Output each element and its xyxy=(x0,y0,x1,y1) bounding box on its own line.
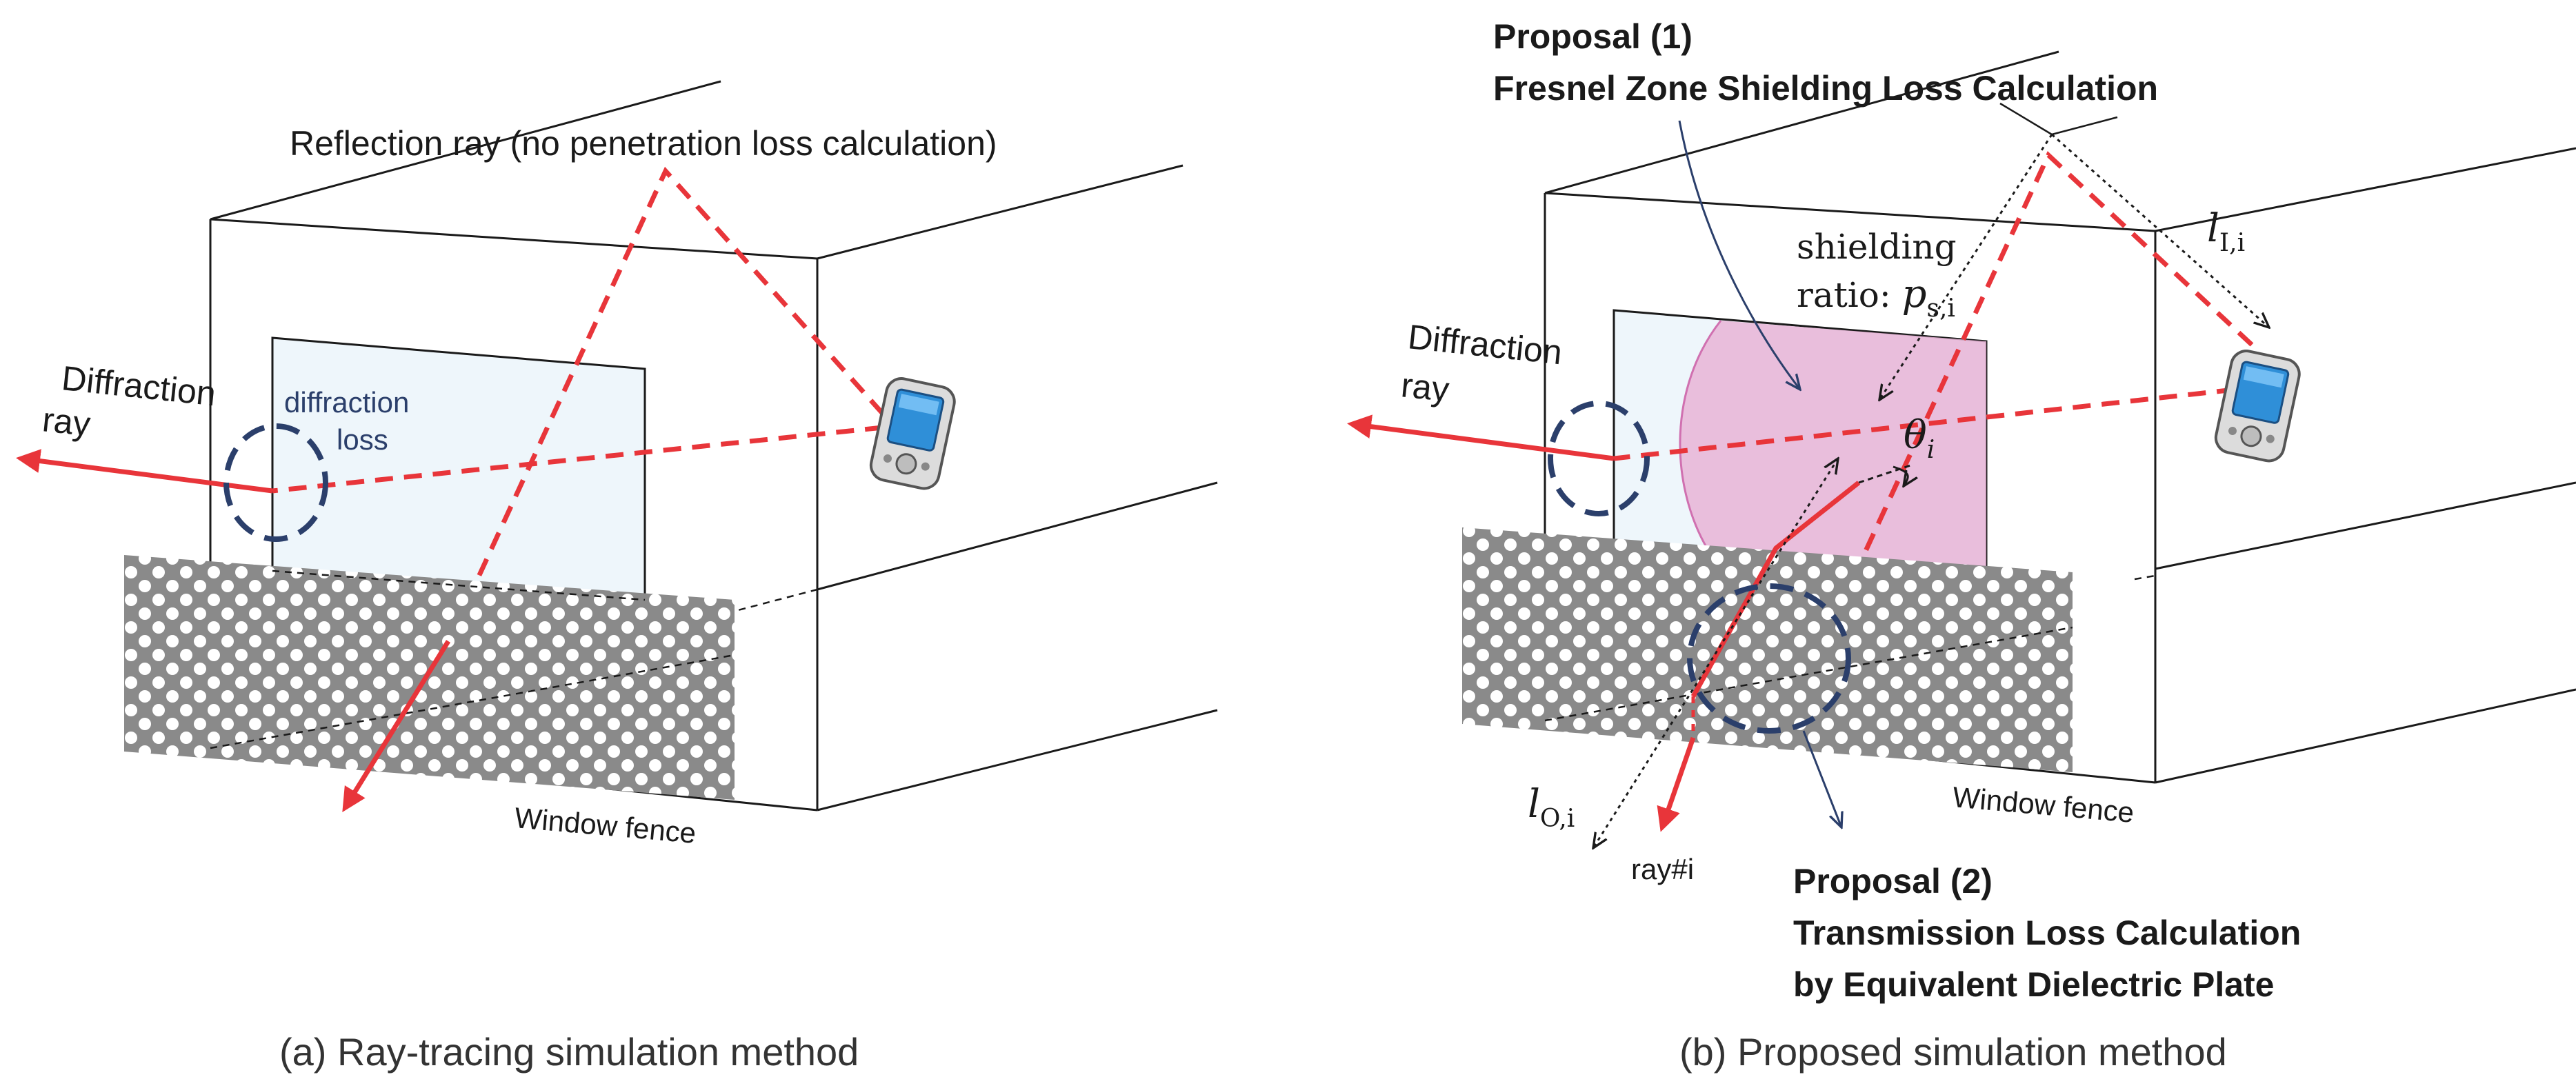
reflection-label: Reflection ray (no penetration loss calc… xyxy=(290,124,997,163)
diffraction-loss-label-2: loss xyxy=(337,423,388,456)
l-out-arrow xyxy=(1593,459,1838,848)
window-fence-label-a: Window fence xyxy=(513,801,697,849)
l-out-label: lO,i xyxy=(1528,782,1575,833)
reflection-ray-a xyxy=(342,166,885,812)
proposal2-title: Proposal (2) xyxy=(1793,862,1993,900)
proposal2-arrow xyxy=(1802,730,1841,827)
diffraction-ray-b xyxy=(1347,414,1615,461)
caption-b: (b) Proposed simulation method xyxy=(1679,1030,2227,1074)
shielding-label-text: ratio: xyxy=(1797,275,1902,315)
shielding-subscript: s,i xyxy=(1927,294,1955,323)
theta-subscript: i xyxy=(1927,436,1935,464)
l-in-subscript: I,i xyxy=(2219,229,2245,257)
phone-icon xyxy=(866,374,959,493)
ray-i-label: ray#i xyxy=(1631,853,1694,885)
proposal2-line1: Transmission Loss Calculation xyxy=(1793,914,2301,952)
l-out-symbol: l xyxy=(1528,782,1540,827)
window-fence-label-b: Window fence xyxy=(1951,780,2135,829)
panel-b: Proposal (1) Fresnel Zone Shielding Loss… xyxy=(1347,17,2576,1074)
reflection-ray-b xyxy=(1859,151,2254,560)
caption-a: (a) Ray-tracing simulation method xyxy=(279,1030,859,1074)
proposal1-desc: Fresnel Zone Shielding Loss Calculation xyxy=(1493,69,2158,108)
window-fence-a xyxy=(124,555,735,800)
direct-ray-a xyxy=(16,425,883,494)
proposal1-arrow xyxy=(1678,120,1800,390)
diffraction-ray-label-b-2: ray xyxy=(1399,365,1451,409)
direct-ray-b xyxy=(1613,387,2235,461)
diffraction-ray-label-b-1: Diffraction xyxy=(1406,317,1564,372)
proposal1-title: Proposal (1) xyxy=(1493,17,1693,56)
ray-i-out xyxy=(1657,736,1696,832)
diffraction-loss-label-1: diffraction xyxy=(284,386,409,419)
window-pane-a xyxy=(271,336,646,601)
fresnel-zone xyxy=(1679,321,1986,572)
transmission-circle xyxy=(1687,583,1851,734)
diffraction-ray-label-a-2: ray xyxy=(41,400,92,443)
panel-a: Reflection ray (no penetration loss calc… xyxy=(16,80,1218,1074)
phone-icon xyxy=(2211,347,2304,465)
diffraction-circle-a xyxy=(223,423,328,542)
shielding-label-2: ratio: ps,i xyxy=(1797,272,1955,323)
l-in-label: lI,i xyxy=(2207,206,2245,257)
theta-symbol: θ xyxy=(1904,413,1927,458)
l-in-arrow-1 xyxy=(2051,133,2269,328)
shielding-label-1: shielding xyxy=(1797,227,1957,267)
shielding-symbol: p xyxy=(1902,272,1927,316)
theta-label: θi xyxy=(1904,413,1935,464)
l-out-subscript: O,i xyxy=(1540,805,1575,833)
proposal2-line2: by Equivalent Dielectric Plate xyxy=(1793,965,2275,1004)
l-in-symbol: l xyxy=(2207,206,2219,251)
